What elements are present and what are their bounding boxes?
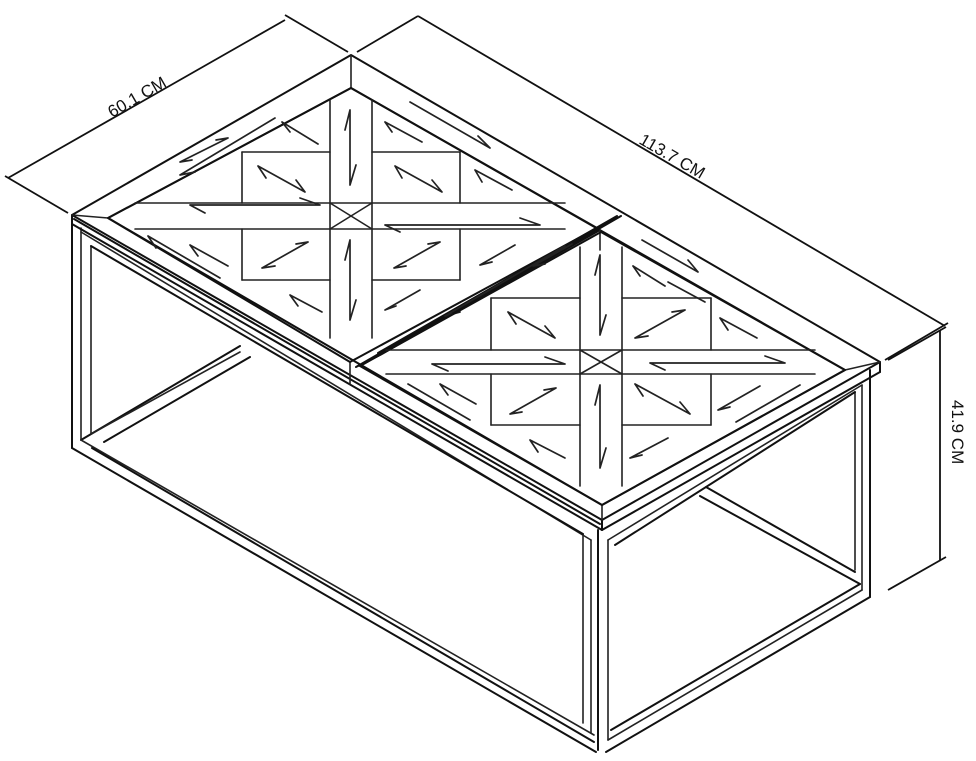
height-label: 41.9 CM: [948, 400, 967, 464]
depth-label: 60.1 CM: [105, 73, 170, 122]
dimension-width: 113.7 CM: [356, 15, 949, 361]
table-frame: [71, 221, 871, 753]
parquet-panel-left: [107, 87, 598, 363]
dimension-height: 41.9 CM: [887, 326, 967, 591]
parquet-panel-right: [359, 231, 846, 506]
dimension-depth: 60.1 CM: [4, 14, 349, 214]
table-top: [71, 54, 881, 531]
width-label: 113.7 CM: [636, 130, 708, 183]
